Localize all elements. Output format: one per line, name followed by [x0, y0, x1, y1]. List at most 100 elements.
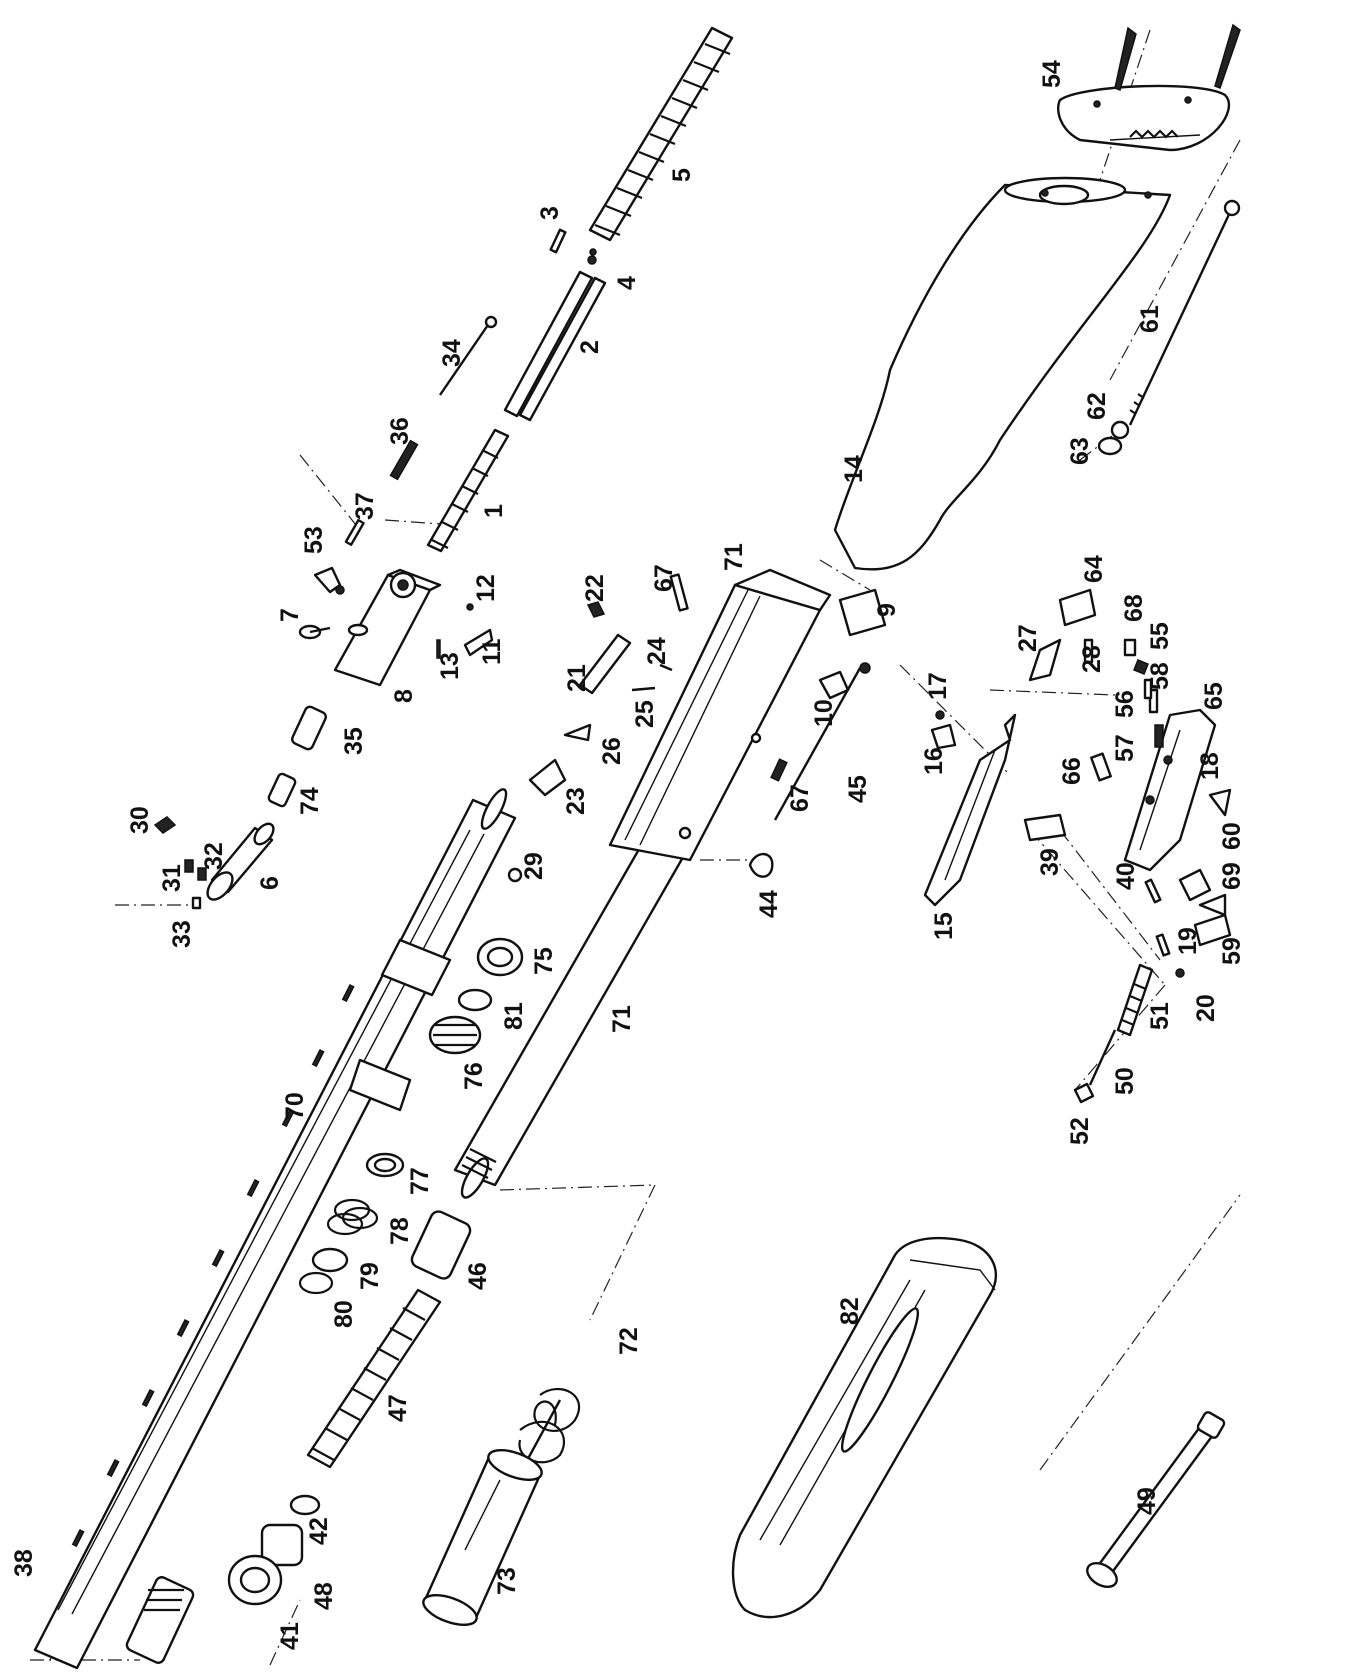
label-17: 17: [924, 672, 952, 700]
label-56: 56: [1111, 690, 1139, 718]
label-20: 20: [1192, 994, 1220, 1022]
part-10-button: [818, 670, 850, 700]
label-68: 68: [1120, 594, 1148, 622]
label-5: 5: [668, 168, 696, 182]
label-23: 23: [562, 787, 590, 815]
part-4-ball: [587, 255, 597, 265]
label-47: 47: [384, 1394, 412, 1422]
label-80: 80: [330, 1300, 358, 1328]
part-34-firing-pin: [439, 321, 491, 396]
part-51-spring: [1116, 963, 1154, 1037]
part-40-pin: [1144, 878, 1162, 904]
part-50-rod: [1088, 1029, 1117, 1086]
label-11: 11: [478, 638, 506, 665]
label-35: 35: [340, 727, 368, 755]
part-60-pin: [1178, 868, 1212, 902]
label-13: 13: [436, 652, 464, 680]
part-74-pin: [267, 772, 297, 808]
label-25: 25: [631, 700, 659, 728]
part-11-ejector: [463, 628, 494, 657]
label-30: 30: [126, 806, 154, 834]
part-80-ring: [298, 1271, 334, 1295]
label-66: 66: [1058, 757, 1086, 785]
label-41: 41: [276, 1622, 304, 1650]
label-6: 6: [256, 876, 284, 890]
label-29: 29: [520, 852, 548, 880]
label-33: 33: [168, 920, 196, 948]
part-38-choke: [125, 1576, 195, 1664]
part-14-stock: [833, 176, 1172, 571]
label-3: 3: [536, 206, 564, 220]
label-58: 58: [1146, 662, 1174, 690]
label-67: 67: [650, 564, 678, 592]
label-67-lower: 67: [786, 784, 814, 812]
part-75-nut: [476, 937, 524, 977]
label-22: 22: [581, 574, 609, 602]
label-2: 2: [576, 340, 604, 354]
part-55-spring: [1133, 659, 1149, 675]
label-63: 63: [1066, 437, 1094, 465]
label-73: 73: [493, 1567, 521, 1595]
stock-screws: [1114, 23, 1241, 92]
label-77: 77: [406, 1167, 434, 1195]
part-19-pin: [1155, 933, 1171, 957]
label-27: 27: [1014, 624, 1042, 652]
part-32-pin: [197, 867, 207, 881]
label-18: 18: [1196, 752, 1224, 780]
part-9-carrier-lock: [838, 588, 887, 637]
part-79-ring: [311, 1247, 349, 1273]
label-26: 26: [598, 737, 626, 765]
label-34: 34: [438, 339, 466, 367]
label-49: 49: [1133, 1487, 1161, 1515]
part-26-spring: [563, 723, 592, 742]
label-69: 69: [1218, 862, 1246, 890]
label-19: 19: [1174, 927, 1202, 955]
part-28-pin: [1083, 638, 1094, 664]
part-30-screw: [153, 816, 177, 834]
part-46-piston: [410, 1210, 472, 1280]
part-73-forend-cap: [422, 1449, 543, 1626]
part-64-hammer: [1058, 588, 1097, 627]
part-27-lever: [1028, 638, 1062, 682]
label-62: 62: [1083, 392, 1111, 420]
part-18-trigger: [1208, 788, 1232, 817]
label-57: 57: [1111, 734, 1139, 762]
label-37: 37: [351, 492, 379, 520]
label-15: 15: [930, 912, 958, 940]
part-23-plate: [528, 758, 567, 797]
label-21: 21: [563, 664, 591, 692]
part-54-butt-pad: [1057, 84, 1231, 152]
part-62-washer: [1110, 420, 1130, 440]
part-45-spring: [773, 662, 871, 821]
label-53: 53: [300, 526, 328, 554]
part-76-piston: [428, 1015, 482, 1055]
label-72: 72: [615, 1327, 643, 1355]
part-17-pin: [935, 710, 945, 720]
part-57-pin: [1154, 724, 1164, 748]
label-65: 65: [1200, 682, 1228, 710]
part-78-rings: [326, 1198, 379, 1236]
part-33-pin: [191, 896, 202, 910]
part-67-pin: [669, 573, 689, 612]
label-46: 46: [464, 1262, 492, 1290]
label-54: 54: [1038, 60, 1066, 88]
part-7-link: [298, 624, 331, 640]
label-81: 81: [500, 1002, 528, 1030]
part-3-pin: [549, 228, 567, 254]
part-15-carrier: [923, 713, 1017, 907]
part-70-barrel: [33, 788, 517, 1670]
label-10: 10: [810, 699, 838, 727]
label-24: 24: [643, 637, 671, 665]
label-9: 9: [873, 603, 901, 617]
part-82-forend: [731, 1236, 998, 1619]
part-21-latch: [578, 633, 632, 695]
part-68-pin: [1123, 638, 1137, 657]
part-44-ring: [748, 852, 774, 878]
label-74: 74: [296, 787, 324, 815]
label-45: 45: [844, 775, 872, 803]
label-40: 40: [1112, 862, 1140, 890]
part-39-disconnector: [1023, 813, 1067, 842]
label-55: 55: [1146, 622, 1174, 650]
part-71-receiver: [608, 568, 832, 862]
